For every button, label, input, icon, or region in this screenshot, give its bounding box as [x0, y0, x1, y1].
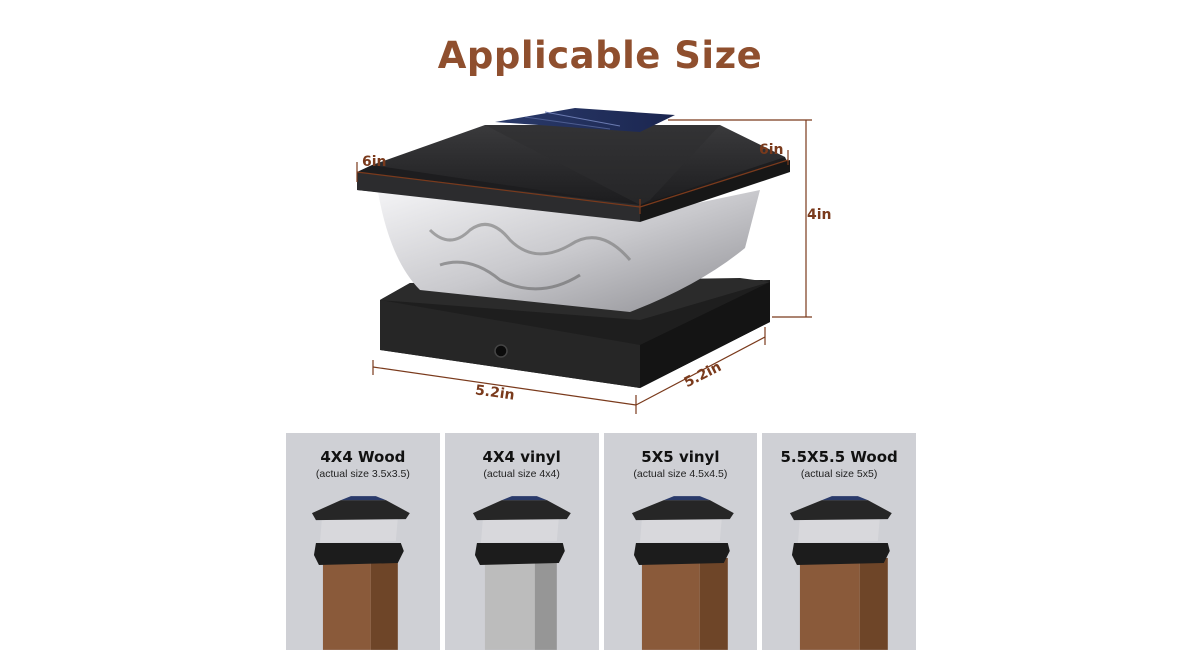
- panel-title: 5X5 vinyl: [641, 448, 720, 466]
- wood-post-light-icon: [311, 496, 410, 650]
- panel-subtitle: (actual size 4x4): [483, 468, 560, 480]
- solar-post-cap-light-icon: [356, 108, 812, 414]
- panel-title: 4X4 Wood: [320, 448, 406, 466]
- panel-title: 5.5X5.5 Wood: [780, 448, 898, 466]
- dimension-top-right: 6in: [759, 142, 784, 158]
- panel-subtitle: (actual size 5x5): [800, 468, 878, 480]
- panel-subtitle: (actual size 3.5x3.5): [315, 468, 410, 480]
- panel-5x5-vinyl: 5X5 vinyl (actual size 4.5x4.5): [603, 433, 758, 650]
- product-hero: 6in 6in 4in 5.2in 5.2in: [340, 105, 840, 425]
- panel-4x4-vinyl: 4X4 vinyl (actual size 4x4): [444, 433, 599, 650]
- size-panels: 4X4 Wood (actual size 3.5x3.5) 4X4 vinyl…: [286, 433, 916, 650]
- panel-subtitle: (actual size 4.5x4.5): [633, 468, 728, 480]
- panel-title: 4X4 vinyl: [482, 448, 561, 466]
- wood-post-light-icon: [631, 496, 734, 650]
- vinyl-post-light-icon: [472, 496, 571, 650]
- page-title: Applicable Size: [437, 34, 763, 77]
- dimension-top-left: 6in: [362, 154, 387, 170]
- panel-5-5x5-5-wood: 5.5X5.5 Wood (actual size 5x5): [762, 433, 916, 650]
- dimension-height: 4in: [807, 207, 832, 223]
- panel-4x4-wood: 4X4 Wood (actual size 3.5x3.5): [286, 433, 440, 650]
- wood-post-light-icon: [790, 496, 893, 650]
